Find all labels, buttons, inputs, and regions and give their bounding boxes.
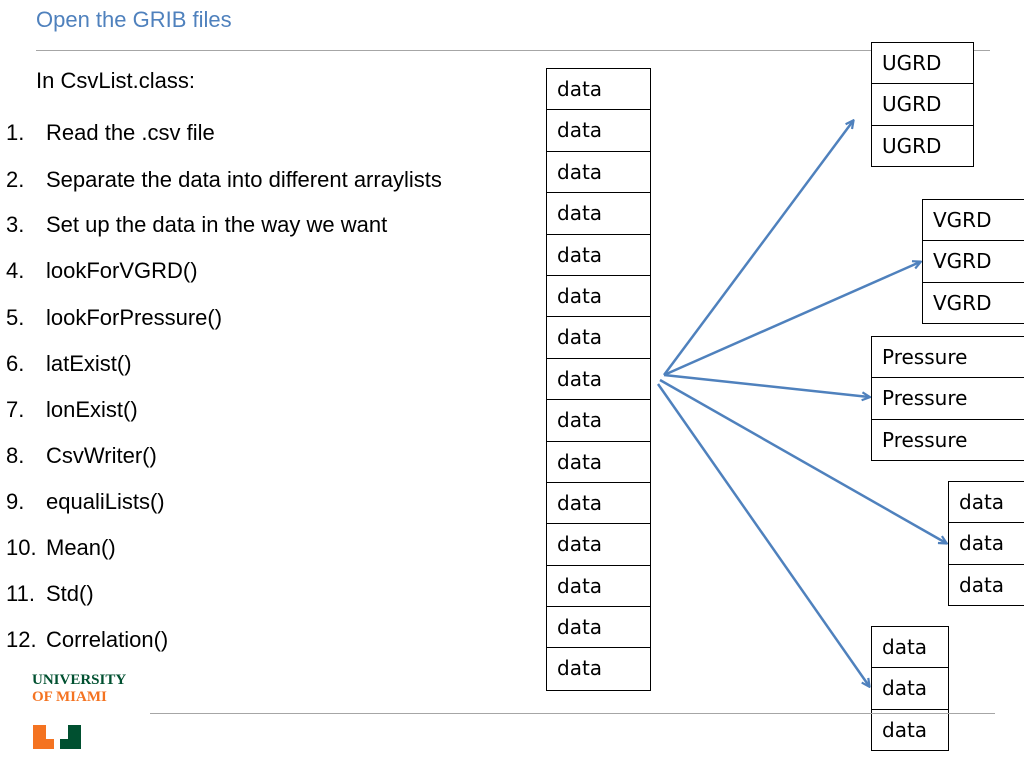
step-text: Read the .csv file xyxy=(46,120,215,145)
source-cell: data xyxy=(547,110,650,152)
step-number: 8. xyxy=(6,443,25,468)
list-item: 7. lonExist() xyxy=(6,395,138,425)
step-text: Std() xyxy=(46,581,94,606)
step-number: 5. xyxy=(6,305,25,330)
u-logo-icon xyxy=(33,725,81,749)
list-item: 5. lookForPressure() xyxy=(6,303,222,333)
list-item: 8. CsvWriter() xyxy=(6,441,157,471)
arrow-to-data-a xyxy=(659,378,946,543)
arrow-to-data-b xyxy=(656,383,869,686)
source-cell: data xyxy=(547,317,650,359)
step-text: CsvWriter() xyxy=(46,443,157,468)
source-cell: data xyxy=(547,566,650,608)
step-text: Set up the data in the way we want xyxy=(46,212,388,237)
vgrd-cell: VGRD xyxy=(923,200,1024,242)
logo-line-1: UNIVERSITY xyxy=(32,672,127,688)
pressure-cell: Pressure xyxy=(882,427,968,452)
step-text: Separate the data into different arrayli… xyxy=(46,167,442,192)
ugrd-cell: UGRD xyxy=(872,43,973,85)
ugrd-list: UGRD UGRD UGRD xyxy=(871,42,974,167)
step-text: lookForPressure() xyxy=(46,305,223,330)
data-list-b: data data data xyxy=(871,626,949,751)
source-cell: data xyxy=(547,193,650,235)
arrow-to-pressure xyxy=(663,373,869,397)
step-text: lookForVGRD() xyxy=(46,258,198,283)
ugrd-cell: UGRD xyxy=(872,84,973,126)
step-number: 1. xyxy=(6,120,25,145)
arrow-to-vgrd xyxy=(663,262,920,377)
source-data-list: data data data data data data data data … xyxy=(546,68,651,691)
source-cell: data xyxy=(547,400,650,442)
step-number: 9. xyxy=(6,489,25,514)
data-a-cell: data xyxy=(949,523,1024,565)
pressure-list: Pressure Pressure Pressure xyxy=(871,336,1024,461)
list-item: 11. Std() xyxy=(6,579,94,609)
ugrd-cell: UGRD xyxy=(882,133,942,158)
subtitle: In CsvList.class: xyxy=(36,68,195,93)
step-number: 4. xyxy=(6,258,25,283)
step-text: Correlation() xyxy=(46,627,169,652)
list-item: 2. Separate the data into different array… xyxy=(6,165,442,195)
pressure-cell: Pressure xyxy=(872,337,1024,379)
university-logo: UNIVERSITY OF MIAMI xyxy=(32,672,126,706)
data-a-cell: data xyxy=(959,572,1005,597)
vgrd-cell: VGRD xyxy=(933,290,992,315)
source-cell: data xyxy=(547,69,650,111)
footer-divider xyxy=(150,713,995,714)
list-item: 12. Correlation() xyxy=(6,625,168,655)
data-b-cell: data xyxy=(872,627,948,669)
list-item: 4. lookForVGRD() xyxy=(6,256,198,286)
vgrd-cell: VGRD xyxy=(923,241,1024,283)
list-item: 6. latExist() xyxy=(6,349,132,379)
source-cell: data xyxy=(547,152,650,194)
step-text: Mean() xyxy=(46,535,116,560)
title-divider xyxy=(36,50,990,51)
step-text: latExist() xyxy=(46,351,132,376)
source-cell: data xyxy=(547,235,650,276)
step-number: 10. xyxy=(6,535,37,560)
step-number: 6. xyxy=(6,351,25,376)
step-text: lonExist() xyxy=(46,397,138,422)
list-item: 1. Read the .csv file xyxy=(6,118,215,148)
data-b-cell: data xyxy=(872,668,948,710)
step-number: 12. xyxy=(6,627,37,652)
list-item: 3. Set up the data in the way we want xyxy=(6,210,387,240)
list-item: 9. equaliLists() xyxy=(6,487,165,517)
source-cell: data xyxy=(547,359,650,401)
step-number: 7. xyxy=(6,397,25,422)
source-cell: data xyxy=(547,524,650,566)
source-cell: data xyxy=(547,607,650,649)
data-a-cell: data xyxy=(949,482,1024,524)
pressure-cell: Pressure xyxy=(872,378,1024,420)
source-cell: data xyxy=(547,276,650,318)
arrow-to-ugrd xyxy=(662,121,853,376)
list-item: 10. Mean() xyxy=(6,533,116,563)
slide-title: Open the GRIB files xyxy=(36,7,232,32)
step-number: 2. xyxy=(6,167,25,192)
data-list-a: data data data xyxy=(948,481,1024,606)
data-b-cell: data xyxy=(882,717,928,742)
source-cell: data xyxy=(547,442,650,483)
source-cell: data xyxy=(547,483,650,525)
logo-line-2: OF MIAMI xyxy=(32,689,107,705)
vgrd-list: VGRD VGRD VGRD xyxy=(922,199,1024,324)
step-number: 11. xyxy=(6,581,35,606)
source-cell: data xyxy=(557,656,603,681)
step-text: equaliLists() xyxy=(46,489,165,514)
step-number: 3. xyxy=(6,212,25,237)
